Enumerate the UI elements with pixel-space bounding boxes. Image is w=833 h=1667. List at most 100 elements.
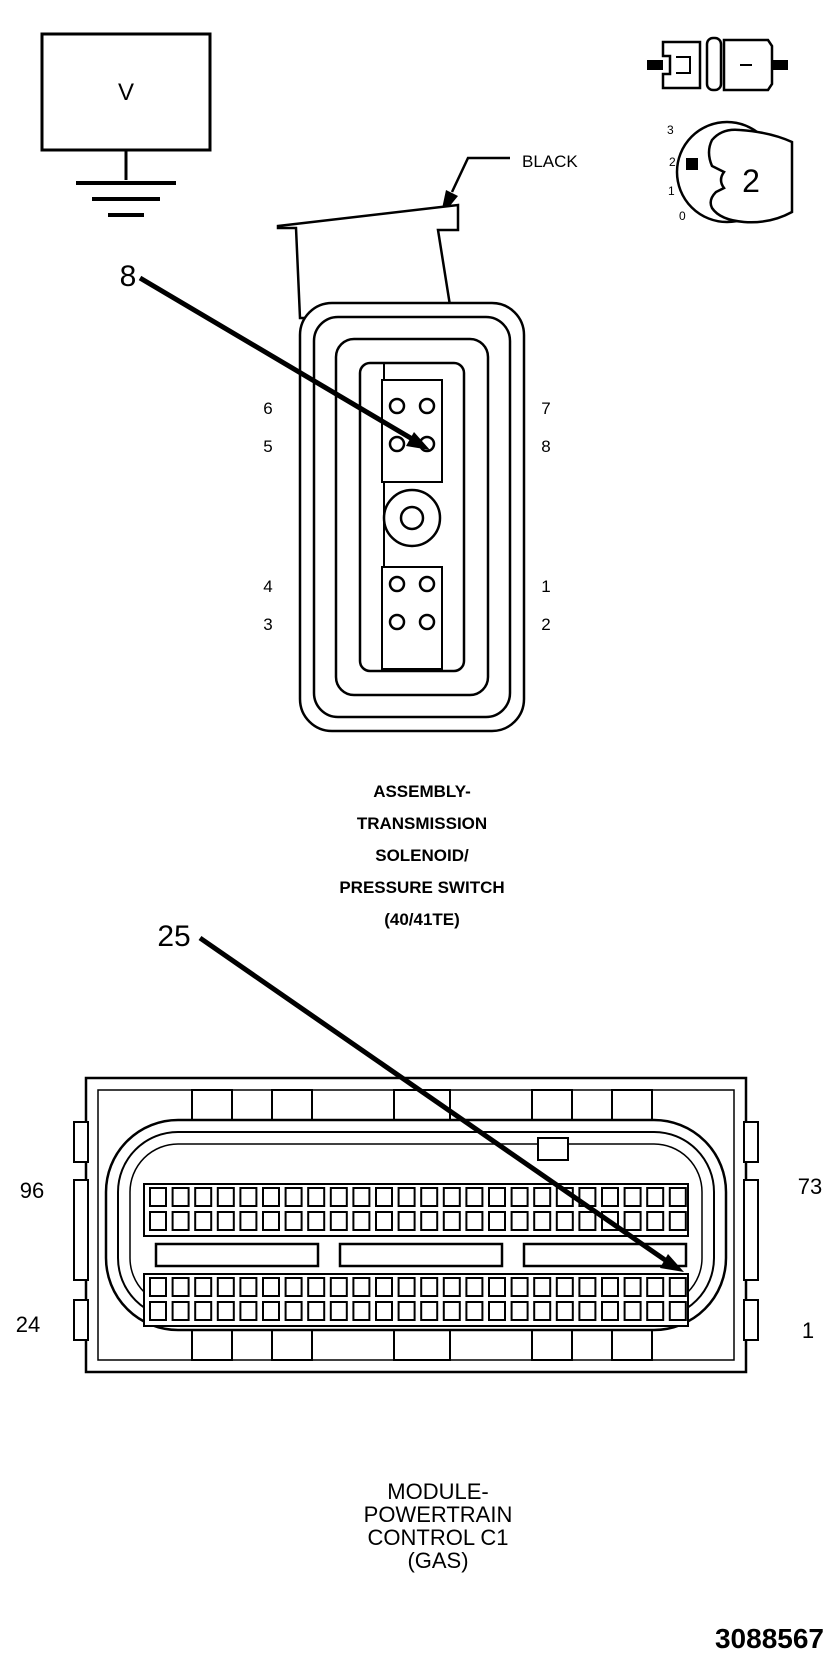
- pcm-pin-cavity: [646, 1187, 665, 1207]
- pcm-pin-cavity: [397, 1277, 416, 1297]
- pcm-pin-cavity: [533, 1187, 552, 1207]
- pcm-pin-cavity: [352, 1211, 371, 1231]
- pin-label-1: 1: [541, 577, 550, 596]
- pcm-pin-cavity: [397, 1187, 416, 1207]
- solenoid-title-line-5: (40/41TE): [384, 910, 460, 929]
- pcm-pin-callout: 25: [157, 920, 190, 953]
- pcm-pin-cavity: [171, 1301, 190, 1321]
- key-selected-position: 2: [742, 163, 760, 199]
- ignition-key-icon: [675, 120, 794, 224]
- pcm-pin-cavity: [646, 1211, 665, 1231]
- pcm-pin-cavity: [262, 1211, 280, 1231]
- pcm-pin-cavity: [668, 1301, 687, 1321]
- pcm-pin-cavity: [397, 1211, 416, 1231]
- pcm-pin-cavity: [375, 1187, 393, 1207]
- pcm-pin-cavity: [623, 1187, 642, 1207]
- pcm-pin-cavity: [442, 1277, 461, 1297]
- pcm-pin-cavity: [239, 1187, 258, 1207]
- pcm-pin-cavity: [307, 1211, 326, 1231]
- pcm-pin-cavity: [510, 1301, 529, 1321]
- pcm-pin-cavity: [668, 1211, 687, 1231]
- pcm-pin-cavity: [488, 1211, 506, 1231]
- pin-label-7: 7: [541, 399, 550, 418]
- pin-label-5: 5: [263, 437, 272, 456]
- pcm-pin-cavity: [510, 1277, 529, 1297]
- pcm-pin-cavity: [375, 1301, 393, 1321]
- key-position-2: 2: [669, 155, 676, 169]
- pcm-pin-cavity: [149, 1211, 167, 1231]
- pcm-pin-cavity: [465, 1187, 484, 1207]
- pcm-title-line-1: MODULE-: [387, 1479, 488, 1504]
- pcm-pin-cavity: [149, 1187, 167, 1207]
- pcm-pin-cavity: [375, 1277, 393, 1297]
- pcm-pin-cavity: [488, 1187, 506, 1207]
- pcm-pin-cavity: [465, 1301, 484, 1321]
- pcm-pin-cavity: [442, 1211, 461, 1231]
- pcm-pin-cavity: [397, 1301, 416, 1321]
- pcm-pin-cavity: [510, 1211, 529, 1231]
- pcm-pin-cavity: [194, 1187, 213, 1207]
- pcm-pin-cavity: [216, 1211, 235, 1231]
- pcm-pin-cavity: [216, 1301, 235, 1321]
- pcm-label-1: 1: [802, 1318, 814, 1343]
- pcm-pin-cavity: [442, 1187, 461, 1207]
- pcm-pin-cavity: [488, 1301, 506, 1321]
- pcm-pin-cavity: [284, 1277, 303, 1297]
- wire-color-label: BLACK: [522, 152, 578, 171]
- solenoid-pin-callout: 8: [120, 260, 137, 293]
- pcm-pin-cavity: [239, 1211, 258, 1231]
- pcm-label-73: 73: [798, 1174, 822, 1199]
- pcm-pin-cavity: [194, 1211, 213, 1231]
- pcm-pin-cavity: [465, 1277, 484, 1297]
- pcm-pin-cavity: [668, 1187, 687, 1207]
- solenoid-pin-cavities: [388, 397, 436, 631]
- pcm-pin-cavity: [646, 1301, 665, 1321]
- pcm-pin-cavity: [646, 1277, 665, 1297]
- pcm-pin-cavity: [578, 1301, 597, 1321]
- pcm-pin-cavity: [216, 1277, 235, 1297]
- pcm-pin-cavity: [239, 1277, 258, 1297]
- pin-label-8: 8: [541, 437, 550, 456]
- solenoid-title-line-4: PRESSURE SWITCH: [339, 878, 504, 897]
- pcm-pin-cavity: [216, 1187, 235, 1207]
- pcm-pin-cavity: [284, 1211, 303, 1231]
- pcm-pin-cavity: [307, 1301, 326, 1321]
- pcm-pin-cavity: [601, 1301, 619, 1321]
- pin-25-callout-arrow: [198, 935, 684, 1272]
- pcm-pin-cavity: [262, 1277, 280, 1297]
- pcm-pin-cavity: [329, 1187, 348, 1207]
- pcm-pin-cavity: [171, 1187, 190, 1207]
- pcm-label-24: 24: [16, 1312, 40, 1337]
- solenoid-title-line-3: SOLENOID/: [375, 846, 469, 865]
- pcm-pin-cavity: [194, 1277, 213, 1297]
- pcm-pin-cavity: [284, 1187, 303, 1207]
- pcm-pin-cavity: [533, 1211, 552, 1231]
- meter-symbol: V: [118, 79, 134, 106]
- pcm-pin-cavity: [307, 1187, 326, 1207]
- pcm-pin-cavity: [442, 1301, 461, 1321]
- pcm-pin-cavity: [420, 1301, 439, 1321]
- pcm-pin-cavity: [668, 1277, 687, 1297]
- pcm-pin-cavities: [149, 1187, 687, 1321]
- pcm-pin-cavity: [533, 1277, 552, 1297]
- pcm-pin-cavity: [262, 1187, 280, 1207]
- voltmeter-icon: [40, 32, 212, 217]
- pcm-pin-cavity: [239, 1301, 258, 1321]
- pcm-pin-cavity: [623, 1211, 642, 1231]
- key-position-0: 0: [679, 209, 686, 223]
- key-position-1: 1: [668, 184, 675, 198]
- pcm-pin-cavity: [533, 1301, 552, 1321]
- pcm-pin-cavity: [601, 1277, 619, 1297]
- pcm-pin-cavity: [375, 1211, 393, 1231]
- pcm-pin-cavity: [623, 1277, 642, 1297]
- pin-label-6: 6: [263, 399, 272, 418]
- pcm-pin-cavity: [465, 1211, 484, 1231]
- disconnected-connector-icon: [647, 36, 788, 92]
- pcm-pin-cavity: [623, 1301, 642, 1321]
- pcm-pin-cavity: [601, 1187, 619, 1207]
- pcm-pin-cavity: [284, 1301, 303, 1321]
- pcm-pin-cavity: [488, 1277, 506, 1297]
- pcm-pin-cavity: [352, 1277, 371, 1297]
- solenoid-title-line-1: ASSEMBLY-: [373, 782, 471, 801]
